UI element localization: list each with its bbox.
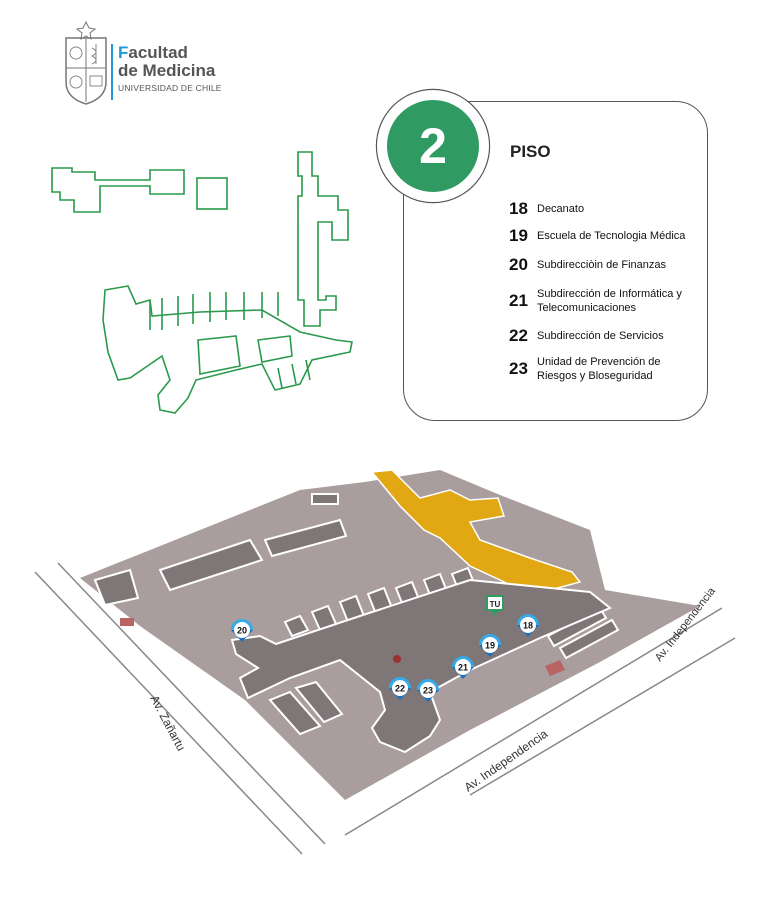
- legend-number: 19: [509, 226, 528, 245]
- legend-number: 23: [509, 359, 528, 378]
- logo-title-line1: acultad: [128, 43, 188, 62]
- legend-number: 20: [509, 255, 528, 274]
- legend-card: [403, 101, 708, 421]
- floor-number-badge: 2: [377, 90, 489, 202]
- legend-text: Subdirección de Servicios: [537, 330, 664, 342]
- location-pin-19[interactable]: 19: [479, 634, 501, 657]
- legend-item: 22 Subdirección de Servicios: [500, 326, 710, 346]
- legend-number: 18: [509, 199, 528, 218]
- location-pin-20[interactable]: 20: [231, 619, 253, 642]
- marker-room: [120, 618, 134, 626]
- pin-number: 21: [458, 663, 468, 673]
- logo-subtitle: UNIVERSIDAD DE CHILE: [118, 83, 222, 93]
- streets: [34, 562, 736, 855]
- legend-text: Decanato: [537, 203, 585, 215]
- pin-number: 22: [395, 684, 405, 694]
- location-dot: [393, 655, 401, 663]
- location-pin-21[interactable]: 21: [452, 656, 474, 679]
- floor-outline-plan: [51, 151, 353, 414]
- tu-sign: TU: [486, 595, 504, 616]
- logo-divider: [111, 44, 113, 100]
- highlighted-wing: [370, 469, 582, 603]
- university-crest-icon: [65, 20, 107, 105]
- street-label-zanartu: Av. Zañartu: [147, 693, 188, 753]
- location-pin-18[interactable]: 18: [517, 614, 539, 637]
- street-label-independencia-bottom: Av. Independencia: [462, 726, 551, 794]
- legend-text: Unidad de Prevención de Riesgos y Bloseg…: [537, 356, 661, 382]
- legend-item: 21 Subdirección de Informática y Telecomu…: [500, 287, 710, 315]
- floor-label: PISO: [510, 142, 551, 161]
- campus-3d-map: Av. Zañartu Av. Independencia Av. Indepe…: [34, 469, 736, 855]
- pin-number: 23: [423, 686, 433, 696]
- pin-number: 19: [485, 641, 495, 651]
- legend-text: Subdirecciòin de Finanzas: [537, 259, 667, 271]
- pin-number: 20: [237, 626, 247, 636]
- legend-item: 19 Escuela de Tecnologia Médica: [500, 226, 710, 246]
- legend-number: 21: [509, 291, 528, 310]
- marker-room: [545, 660, 565, 676]
- location-pin-23[interactable]: 23: [417, 679, 439, 702]
- logo-title-initial: F: [118, 43, 129, 62]
- location-pin-22[interactable]: 22: [389, 677, 411, 700]
- legend-text: Escuela de Tecnologia Médica: [537, 230, 686, 242]
- pin-number: 18: [523, 621, 533, 631]
- legend-text: Subdirección de Informática y Telecomuni…: [537, 288, 682, 314]
- tu-label: TU: [490, 600, 501, 609]
- legend-item: 20 Subdirecciòin de Finanzas: [500, 255, 710, 275]
- logo-title-line2: de Medicina: [118, 61, 216, 80]
- legend-number: 22: [509, 326, 528, 345]
- legend-item: 23 Unidad de Prevención de Riesgos y Blos…: [500, 355, 710, 383]
- building-blocks: [93, 493, 620, 736]
- logo-title: Facultad de Medicina: [118, 44, 215, 80]
- corridor: [230, 578, 612, 754]
- legend-item: 18 Decanato: [500, 199, 710, 219]
